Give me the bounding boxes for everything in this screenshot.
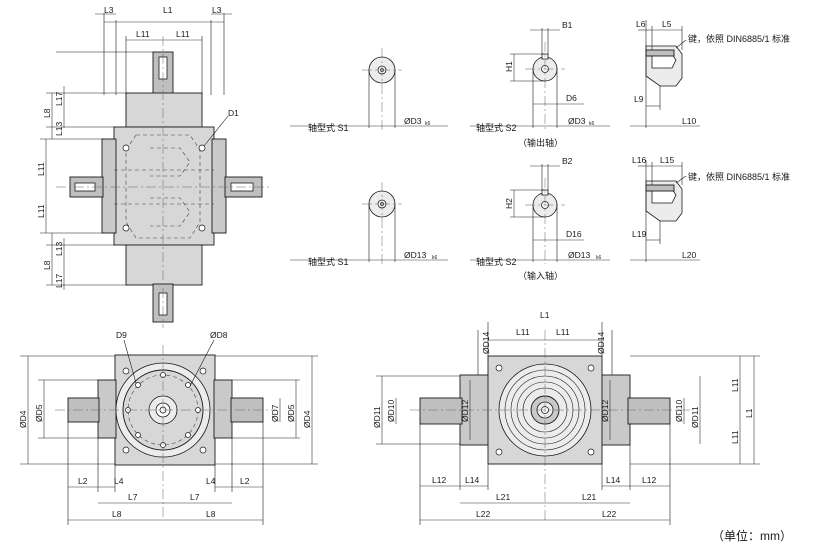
label-l6: L6	[636, 19, 646, 29]
output-shaft-caption: （输出轴）	[518, 137, 563, 148]
label-l8-right: L8	[206, 509, 216, 519]
label-l2-right: L2	[240, 476, 250, 486]
label-d1: D1	[228, 108, 239, 118]
label-l11-side-right-lower: L11	[730, 430, 740, 444]
key-note-input: 键，依照 DIN6885/1 标准	[688, 171, 790, 182]
label-d4-right: ØD4	[302, 410, 312, 428]
top-view	[40, 13, 270, 328]
label-d4-left: ØD4	[18, 410, 28, 428]
label-l8-left: L8	[112, 509, 122, 519]
label-l13-lower: L13	[54, 242, 64, 256]
label-b2: B2	[562, 156, 573, 166]
label-d10-left: ØD10	[386, 400, 396, 422]
label-l8-upper: L8	[42, 108, 52, 118]
label-l21-left: L21	[496, 492, 510, 502]
label-d12-right: ØD12	[600, 400, 610, 422]
label-d3: ØD3	[404, 116, 422, 126]
label-l12-left: L12	[432, 475, 446, 485]
label-d13: ØD13	[404, 250, 426, 260]
label-l4-left: L4	[114, 476, 124, 486]
label-d3-s2: ØD3	[568, 116, 586, 126]
label-d11-left: ØD11	[372, 406, 382, 428]
front-view	[20, 339, 318, 525]
label-d5-left: ØD5	[34, 404, 44, 422]
label-d6: D6	[566, 93, 577, 103]
label-l20: L20	[682, 250, 696, 260]
label-l3-left: L3	[104, 5, 114, 15]
unit-note: （单位：mm）	[712, 528, 792, 543]
label-l1-side-top: L1	[540, 310, 550, 320]
label-l12-right: L12	[642, 475, 656, 485]
label-l5: L5	[662, 19, 672, 29]
label-d14-left: ØD14	[481, 332, 491, 354]
label-l1-top: L1	[163, 5, 173, 15]
label-d13-tol: k6	[432, 255, 438, 261]
dimension-labels: L3 L1 L3 L11 L11 D1 L17 L8 L13 L11 L11 L…	[18, 5, 792, 543]
label-d11-right: ØD11	[690, 406, 700, 428]
label-l11-top-right: L11	[176, 29, 190, 39]
label-d7: ØD7	[270, 404, 280, 422]
label-l17-upper: L17	[54, 92, 64, 106]
label-l1-side-right: L1	[744, 408, 754, 418]
label-l11-side-top-right: L11	[556, 327, 570, 337]
label-l13-upper: L13	[54, 122, 64, 136]
label-l22-right: L22	[602, 509, 616, 519]
label-l21-right: L21	[582, 492, 596, 502]
input-shaft-caption: （输入轴）	[518, 270, 563, 281]
label-h1: H1	[504, 61, 514, 72]
side-view	[376, 322, 760, 525]
label-l16: L16	[632, 155, 646, 165]
label-d8: ØD8	[210, 330, 228, 340]
label-l9: L9	[634, 94, 644, 104]
label-d16: D16	[566, 229, 582, 239]
label-d5-right: ØD5	[286, 404, 296, 422]
shaft-type-s1-output: 轴型式 S1	[308, 122, 349, 133]
label-l3-right: L3	[212, 5, 222, 15]
label-d13-s2-tol: k6	[596, 255, 602, 261]
label-l7-left: L7	[128, 492, 138, 502]
label-l7-right: L7	[190, 492, 200, 502]
label-l17-lower: L17	[54, 274, 64, 288]
label-l10: L10	[682, 116, 696, 126]
label-d12-left: ØD12	[460, 400, 470, 422]
label-d3-tol: k6	[425, 121, 431, 127]
label-l15: L15	[660, 155, 674, 165]
label-l11-side-right-upper: L11	[730, 378, 740, 392]
label-l11-left-lower: L11	[36, 204, 46, 218]
label-l14-right: L14	[606, 475, 620, 485]
label-l22-left: L22	[476, 509, 490, 519]
label-h2: H2	[504, 198, 514, 209]
label-l4-right: L4	[206, 476, 216, 486]
label-l19: L19	[632, 229, 646, 239]
label-d14-right: ØD14	[596, 332, 606, 354]
label-b1: B1	[562, 20, 573, 30]
label-l11-top-left: L11	[136, 29, 150, 39]
label-l14-left: L14	[465, 475, 479, 485]
shaft-type-s2-input: 轴型式 S2	[476, 256, 517, 267]
label-d13-s2: ØD13	[568, 250, 590, 260]
label-d10-right: ØD10	[674, 400, 684, 422]
label-l8-lower: L8	[42, 260, 52, 270]
label-l2-left: L2	[78, 476, 88, 486]
label-l11-side-top-left: L11	[516, 327, 530, 337]
shaft-type-s2-output: 轴型式 S2	[476, 122, 517, 133]
key-note-output: 键，依照 DIN6885/1 标准	[688, 33, 790, 44]
label-l11-left-upper: L11	[36, 162, 46, 176]
shaft-details	[290, 20, 700, 264]
shaft-type-s1-input: 轴型式 S1	[308, 256, 349, 267]
label-d9: D9	[116, 330, 127, 340]
label-d3-s2-tol: k6	[589, 121, 595, 127]
